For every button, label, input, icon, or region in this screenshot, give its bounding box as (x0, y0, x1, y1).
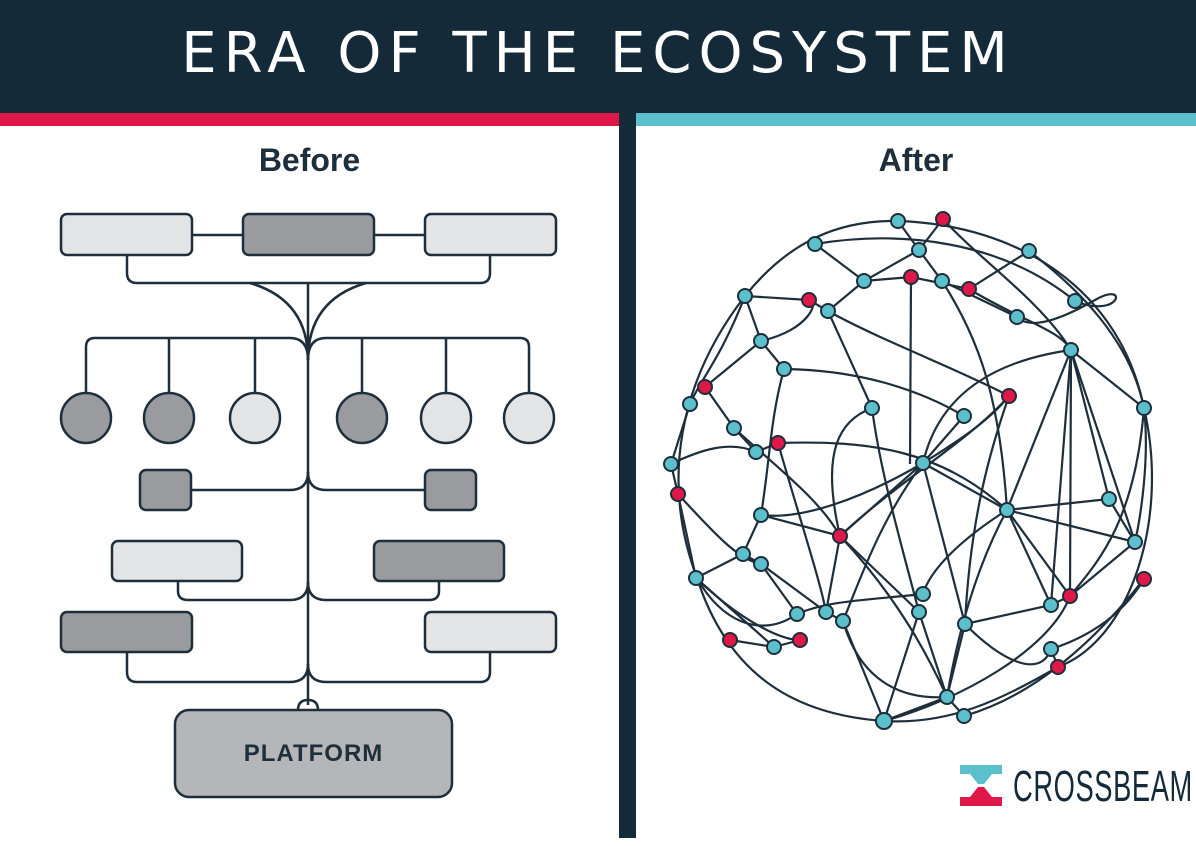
network-node (737, 288, 753, 304)
platform-label: PLATFORM (243, 739, 384, 767)
top-box-right (423, 212, 558, 257)
circle-node (502, 391, 556, 445)
network-node (766, 639, 782, 655)
network-node-highlight (1050, 659, 1066, 675)
network-node-highlight (801, 292, 817, 308)
lower-box-right (423, 610, 558, 654)
network-node (818, 604, 834, 620)
network-node (915, 455, 931, 471)
network-node (939, 689, 955, 705)
brand-name: CROSSBEAM (1013, 762, 1193, 811)
network-node (1043, 597, 1059, 613)
network-node (956, 708, 972, 724)
network-node (820, 303, 836, 319)
header-banner: ERA OF THE ECOSYSTEM (0, 0, 1196, 113)
network-node (776, 361, 792, 377)
network-node (1063, 342, 1079, 358)
network-node (915, 586, 931, 602)
network-node-highlight (770, 435, 786, 451)
circle-node (228, 391, 282, 445)
network-node (807, 236, 823, 252)
circle-node (59, 391, 113, 445)
before-tree-diagram (59, 212, 558, 799)
mid-box-right (372, 539, 506, 583)
network-node-highlight (792, 632, 808, 648)
network-node (1021, 243, 1037, 259)
network-node-highlight (903, 269, 919, 285)
panel-divider (619, 113, 636, 838)
network-node (753, 507, 769, 523)
small-box-right (423, 468, 478, 512)
network-node (875, 712, 893, 730)
network-node (856, 273, 872, 289)
network-node (789, 606, 805, 622)
network-node (1136, 400, 1152, 416)
mid-box-left (110, 539, 244, 583)
page-title: ERA OF THE ECOSYSTEM (181, 21, 1015, 86)
network-node (835, 613, 851, 629)
network-node (682, 396, 698, 412)
circle-node (419, 391, 473, 445)
network-node-highlight (1001, 388, 1017, 404)
small-box-left (138, 468, 193, 512)
network-node (999, 502, 1015, 518)
network-node (864, 400, 880, 416)
network-node (753, 556, 769, 572)
network-node (726, 420, 742, 436)
network-node (890, 213, 906, 229)
network-node-highlight (1062, 588, 1078, 604)
network-node-highlight (722, 632, 738, 648)
network-node (1127, 534, 1143, 550)
network-node (753, 333, 769, 349)
network-node (934, 273, 950, 289)
network-node (957, 616, 973, 632)
network-node-highlight (1136, 571, 1152, 587)
network-node (735, 546, 751, 562)
before-title: Before (258, 142, 361, 178)
network-node (688, 570, 704, 586)
network-node (1043, 641, 1059, 657)
network-node-highlight (935, 211, 951, 227)
network-node-highlight (697, 379, 713, 395)
network-node (956, 408, 972, 424)
crossbeam-logo-icon (960, 765, 1002, 806)
network-node-highlight (832, 528, 848, 544)
lower-box-left (59, 610, 194, 654)
network-node-highlight (670, 486, 686, 502)
circle-node (142, 391, 196, 445)
network-node (748, 444, 764, 460)
network-node (1101, 491, 1117, 507)
after-accent-bar (636, 113, 1196, 126)
network-node (911, 604, 927, 620)
top-box-center (241, 212, 376, 257)
circle-node (335, 391, 389, 445)
before-accent-bar (0, 113, 619, 126)
platform-box (173, 708, 454, 799)
top-box-left (59, 212, 194, 257)
network-node (663, 456, 679, 472)
network-node (911, 242, 927, 258)
after-title: After (878, 142, 954, 178)
network-node-highlight (961, 281, 977, 297)
network-node (1009, 309, 1025, 325)
network-node (1067, 293, 1083, 309)
